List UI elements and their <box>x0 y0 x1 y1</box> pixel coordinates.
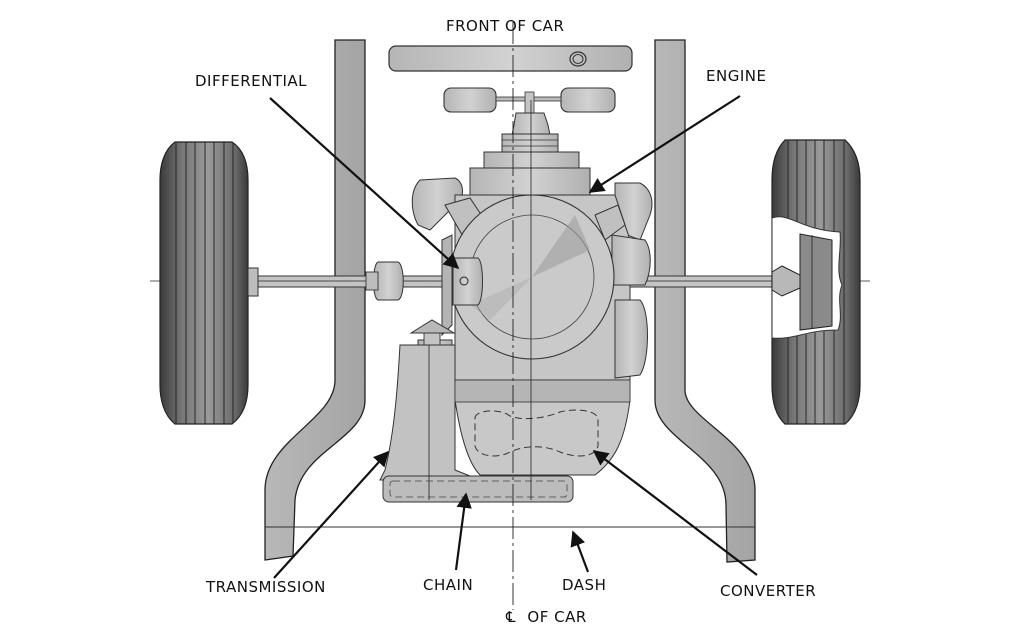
left-wheel <box>159 141 259 425</box>
chain-label: CHAIN <box>423 576 474 594</box>
dash-label: DASH <box>562 576 607 594</box>
flywheel <box>449 194 615 360</box>
centerline-label: ℄ OF CAR <box>506 608 587 626</box>
differential-leader <box>269 97 460 270</box>
converter-leader <box>592 450 758 576</box>
transmission-label: TRANSMISSION <box>206 578 326 596</box>
right-frame-rail <box>654 39 756 563</box>
engine-label: ENGINE <box>706 67 767 85</box>
converter-label: CONVERTER <box>720 582 817 600</box>
chain-leader <box>454 492 472 571</box>
front-of-car-label: FRONT OF CAR <box>446 17 565 35</box>
leader-arrows <box>269 95 758 579</box>
radiator-fan <box>443 87 616 115</box>
engine-leader <box>588 95 741 193</box>
centerline-symbol: ℄ <box>506 608 517 626</box>
guide-lines <box>428 100 532 500</box>
right-wheel <box>771 139 861 425</box>
dash-leader <box>570 530 590 573</box>
chain-case <box>382 475 574 503</box>
differential-label: DIFFERENTIAL <box>195 72 308 90</box>
converter <box>454 379 631 476</box>
front-bumper <box>388 45 633 72</box>
transmission-leader <box>273 450 390 579</box>
left-frame-rail <box>264 39 366 561</box>
bumper-cap-icon <box>569 51 587 67</box>
centerline-text: OF CAR <box>527 608 587 626</box>
